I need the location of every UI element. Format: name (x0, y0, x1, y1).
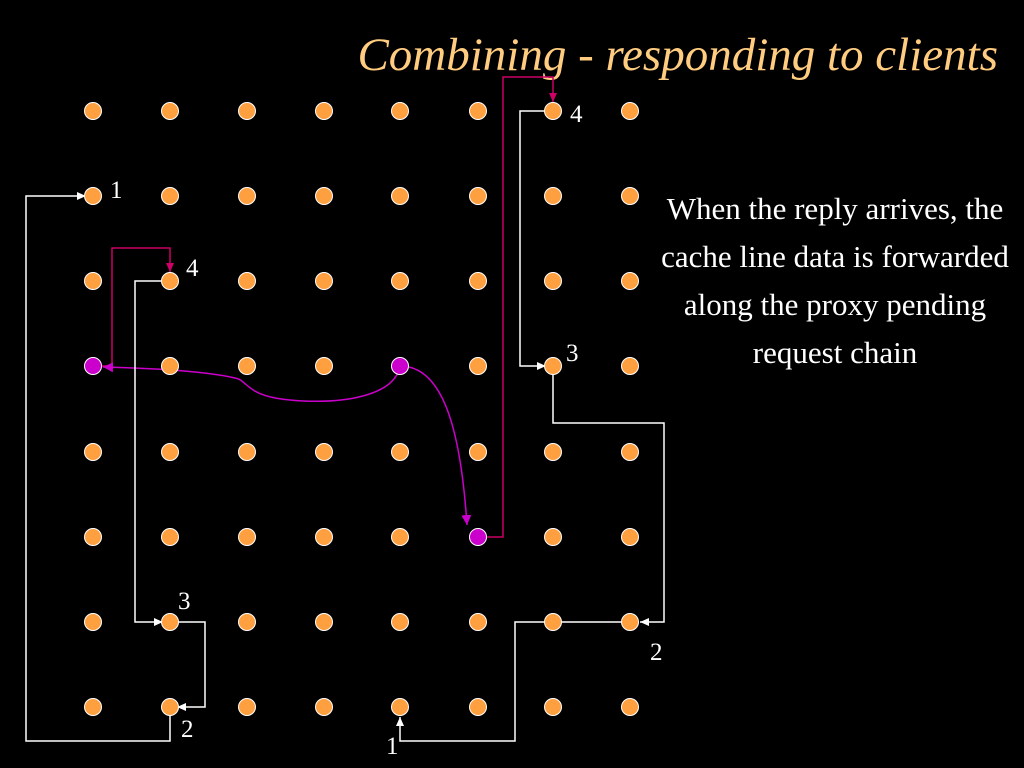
grid-node (84, 528, 102, 546)
label-left-4: 4 (186, 255, 199, 282)
grid-node (84, 443, 102, 461)
grid-node (238, 698, 256, 716)
grid-node (315, 272, 333, 290)
grid-node (161, 613, 179, 631)
grid-node (391, 443, 409, 461)
grid-node (391, 102, 409, 120)
grid-node (238, 357, 256, 375)
slide-title: Combining - responding to clients (357, 29, 998, 81)
white-path-3 (134, 280, 170, 626)
label-right-2: 2 (650, 639, 663, 666)
white-path-4 (396, 621, 630, 742)
grid-node (544, 698, 562, 716)
grid-node (469, 102, 487, 120)
grid-node (315, 357, 333, 375)
grid-node (621, 102, 639, 120)
grid-node (84, 613, 102, 631)
slide-caption: When the reply arrives, the cache line d… (661, 191, 1009, 370)
grid-node (84, 698, 102, 716)
grid-node (621, 698, 639, 716)
grid-node (238, 528, 256, 546)
grid-node (238, 613, 256, 631)
grid-node (621, 443, 639, 461)
grid-node (544, 272, 562, 290)
grid-node (161, 272, 179, 290)
grid-node (391, 272, 409, 290)
grid-node (238, 102, 256, 120)
grid-node (315, 528, 333, 546)
white-path-1 (25, 192, 171, 742)
grid-node (391, 613, 409, 631)
purple-curve-down (399, 365, 472, 526)
grid-node (544, 357, 562, 375)
grid-node (391, 698, 409, 716)
grid-node (315, 187, 333, 205)
grid-node (621, 272, 639, 290)
grid-node (161, 357, 179, 375)
grid-node (84, 187, 102, 205)
grid-node (84, 102, 102, 120)
highlighted-node (391, 357, 409, 375)
highlighted-node (84, 357, 102, 375)
grid-node (315, 102, 333, 120)
label-top-right-4: 4 (570, 101, 583, 128)
grid-node (84, 272, 102, 290)
grid-node (161, 698, 179, 716)
grid-node (469, 698, 487, 716)
label-left-3: 3 (178, 588, 191, 615)
grid-node (391, 187, 409, 205)
grid-node (469, 357, 487, 375)
grid-node (544, 528, 562, 546)
grid-node (315, 443, 333, 461)
label-bottom-1: 1 (386, 733, 399, 760)
label-left-1: 1 (110, 177, 123, 204)
white-path-6 (519, 110, 553, 370)
white-path-2 (170, 621, 206, 711)
grid-node (161, 528, 179, 546)
grid-node (238, 443, 256, 461)
node-grid (84, 102, 639, 716)
grid-node (544, 187, 562, 205)
grid-node (621, 528, 639, 546)
grid-node (315, 613, 333, 631)
magenta-path-to-top-node (478, 76, 557, 538)
grid-node (469, 443, 487, 461)
grid-node (469, 187, 487, 205)
grid-node (315, 698, 333, 716)
grid-node (544, 443, 562, 461)
grid-node (161, 443, 179, 461)
grid-node (544, 613, 562, 631)
grid-node (469, 613, 487, 631)
white-path-5 (552, 366, 665, 626)
grid-node (621, 357, 639, 375)
highlighted-node (469, 528, 487, 546)
step-labels: 4 1 4 3 3 2 2 1 (110, 101, 663, 760)
grid-node (238, 272, 256, 290)
grid-node (469, 272, 487, 290)
grid-node (161, 102, 179, 120)
label-bottom-2: 2 (181, 716, 194, 743)
grid-node (391, 528, 409, 546)
magenta-path-to-left-node (93, 247, 174, 367)
grid-node (621, 613, 639, 631)
grid-node (238, 187, 256, 205)
grid-node (544, 102, 562, 120)
grid-node (621, 187, 639, 205)
label-right-3: 3 (566, 340, 579, 367)
grid-node (161, 187, 179, 205)
